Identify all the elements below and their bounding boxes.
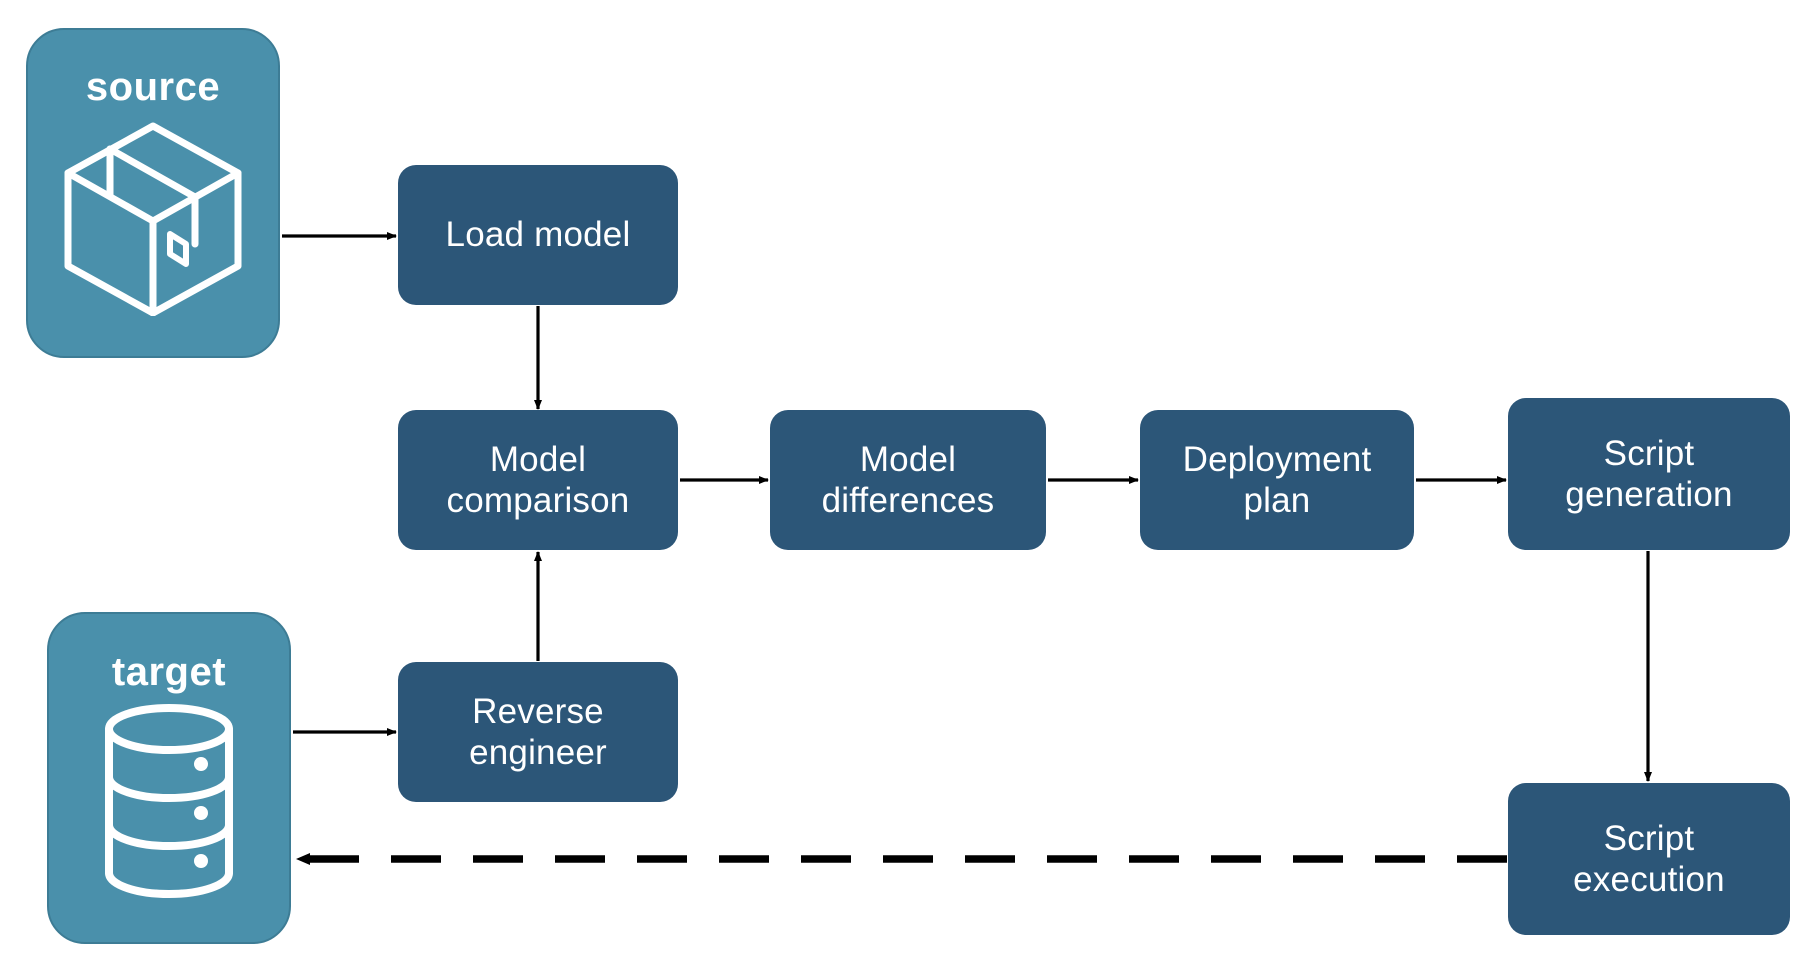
node-deployment-plan[interactable]: Deployment plan: [1140, 410, 1414, 550]
node-label: Model differences: [821, 439, 995, 520]
package-box-icon: [58, 116, 248, 321]
node-script-generation[interactable]: Script generation: [1508, 398, 1790, 550]
node-label: Script generation: [1565, 433, 1733, 514]
node-model-differences[interactable]: Model differences: [770, 410, 1046, 550]
target-label: target: [111, 650, 227, 694]
node-target[interactable]: target: [47, 612, 291, 944]
node-label: Deployment plan: [1182, 439, 1372, 520]
database-cylinder-icon: [89, 701, 249, 906]
node-script-execution[interactable]: Script execution: [1508, 783, 1790, 935]
node-reverse-engineer[interactable]: Reverse engineer: [398, 662, 678, 802]
node-label: Load model: [445, 215, 631, 255]
node-label: Script execution: [1573, 818, 1725, 899]
node-load-model[interactable]: Load model: [398, 165, 678, 305]
node-model-comparison[interactable]: Model comparison: [398, 410, 678, 550]
node-source[interactable]: source: [26, 28, 280, 358]
source-label: source: [85, 65, 221, 109]
node-label: Reverse engineer: [469, 691, 607, 772]
node-label: Model comparison: [446, 439, 630, 520]
